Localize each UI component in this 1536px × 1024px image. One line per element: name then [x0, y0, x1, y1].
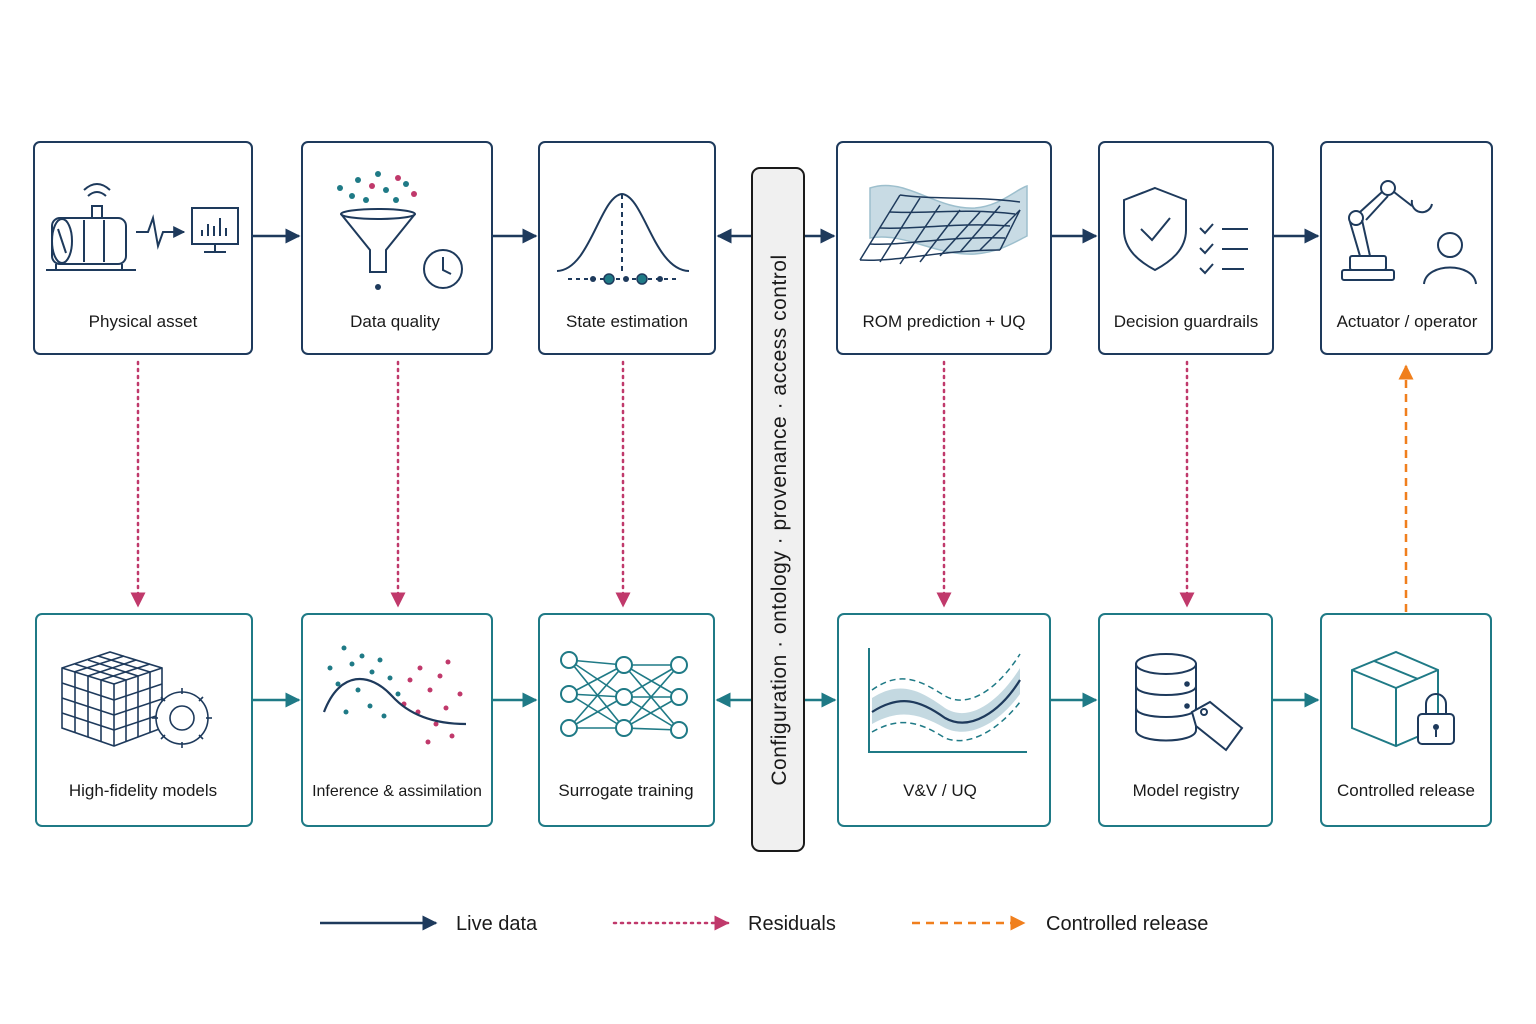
- node-surrogate-training: Surrogate training: [538, 613, 715, 827]
- scatter-fit-icon: [322, 645, 467, 745]
- funnel-clock-icon: [337, 171, 463, 290]
- legend-item-controlled-release: Controlled release: [912, 913, 1208, 935]
- node-data-quality: Data quality: [301, 141, 493, 355]
- node-label: V&V / UQ: [903, 781, 977, 800]
- bell-curve-icon: [556, 192, 690, 285]
- node-label: Data quality: [350, 312, 440, 331]
- node-label: High-fidelity models: [69, 781, 217, 800]
- bus-label: Configuration · ontology · provenance · …: [768, 254, 791, 785]
- node-label: ROM prediction + UQ: [863, 312, 1026, 331]
- node-physical-asset: Physical asset: [33, 141, 253, 355]
- node-label: Controlled release: [1337, 781, 1475, 800]
- node-controlled-release: Controlled release: [1320, 613, 1492, 827]
- legend-residual-label: Residuals: [748, 913, 836, 935]
- legend-item-live-data: Live data: [320, 913, 538, 935]
- node-model-registry: Model registry: [1098, 613, 1273, 827]
- neural-network-icon: [560, 651, 688, 739]
- node-label: Model registry: [1133, 781, 1240, 800]
- node-label: State estimation: [566, 312, 688, 331]
- surface-mesh-icon: [859, 184, 1028, 265]
- governance-bus: Configuration · ontology · provenance · …: [751, 167, 805, 852]
- node-label: Decision guardrails: [1114, 312, 1259, 331]
- node-inference-assimilation: Inference & assimilation: [301, 613, 493, 827]
- node-label: Actuator / operator: [1337, 312, 1478, 331]
- legend: Live data Residuals Controlled release: [320, 913, 1208, 935]
- node-label: Physical asset: [89, 312, 198, 331]
- legend-live-label: Live data: [456, 913, 538, 935]
- robot-arm-person-icon: [1341, 180, 1477, 285]
- residual-arrows: [130, 360, 1195, 608]
- node-decision-guardrails: Decision guardrails: [1098, 141, 1274, 355]
- legend-item-residuals: Residuals: [612, 913, 836, 935]
- node-actuator-operator: Actuator / operator: [1320, 141, 1493, 355]
- node-rom-prediction: ROM prediction + UQ: [836, 141, 1052, 355]
- box-lock-icon: [1351, 650, 1455, 748]
- motor-sensor-monitor-icon: [46, 183, 239, 271]
- node-high-fidelity-models: High-fidelity models: [35, 613, 253, 827]
- node-label: Surrogate training: [558, 781, 693, 800]
- node-label: Inference & assimilation: [312, 783, 482, 800]
- legend-release-label: Controlled release: [1046, 913, 1208, 935]
- node-state-estimation: State estimation: [538, 141, 716, 355]
- confidence-band-chart-icon: [868, 648, 1027, 753]
- database-tag-icon: [1135, 653, 1244, 752]
- node-vv-uq: V&V / UQ: [837, 613, 1051, 827]
- grid-cube-gear-icon: [61, 651, 212, 748]
- shield-checklist-icon: [1123, 186, 1248, 275]
